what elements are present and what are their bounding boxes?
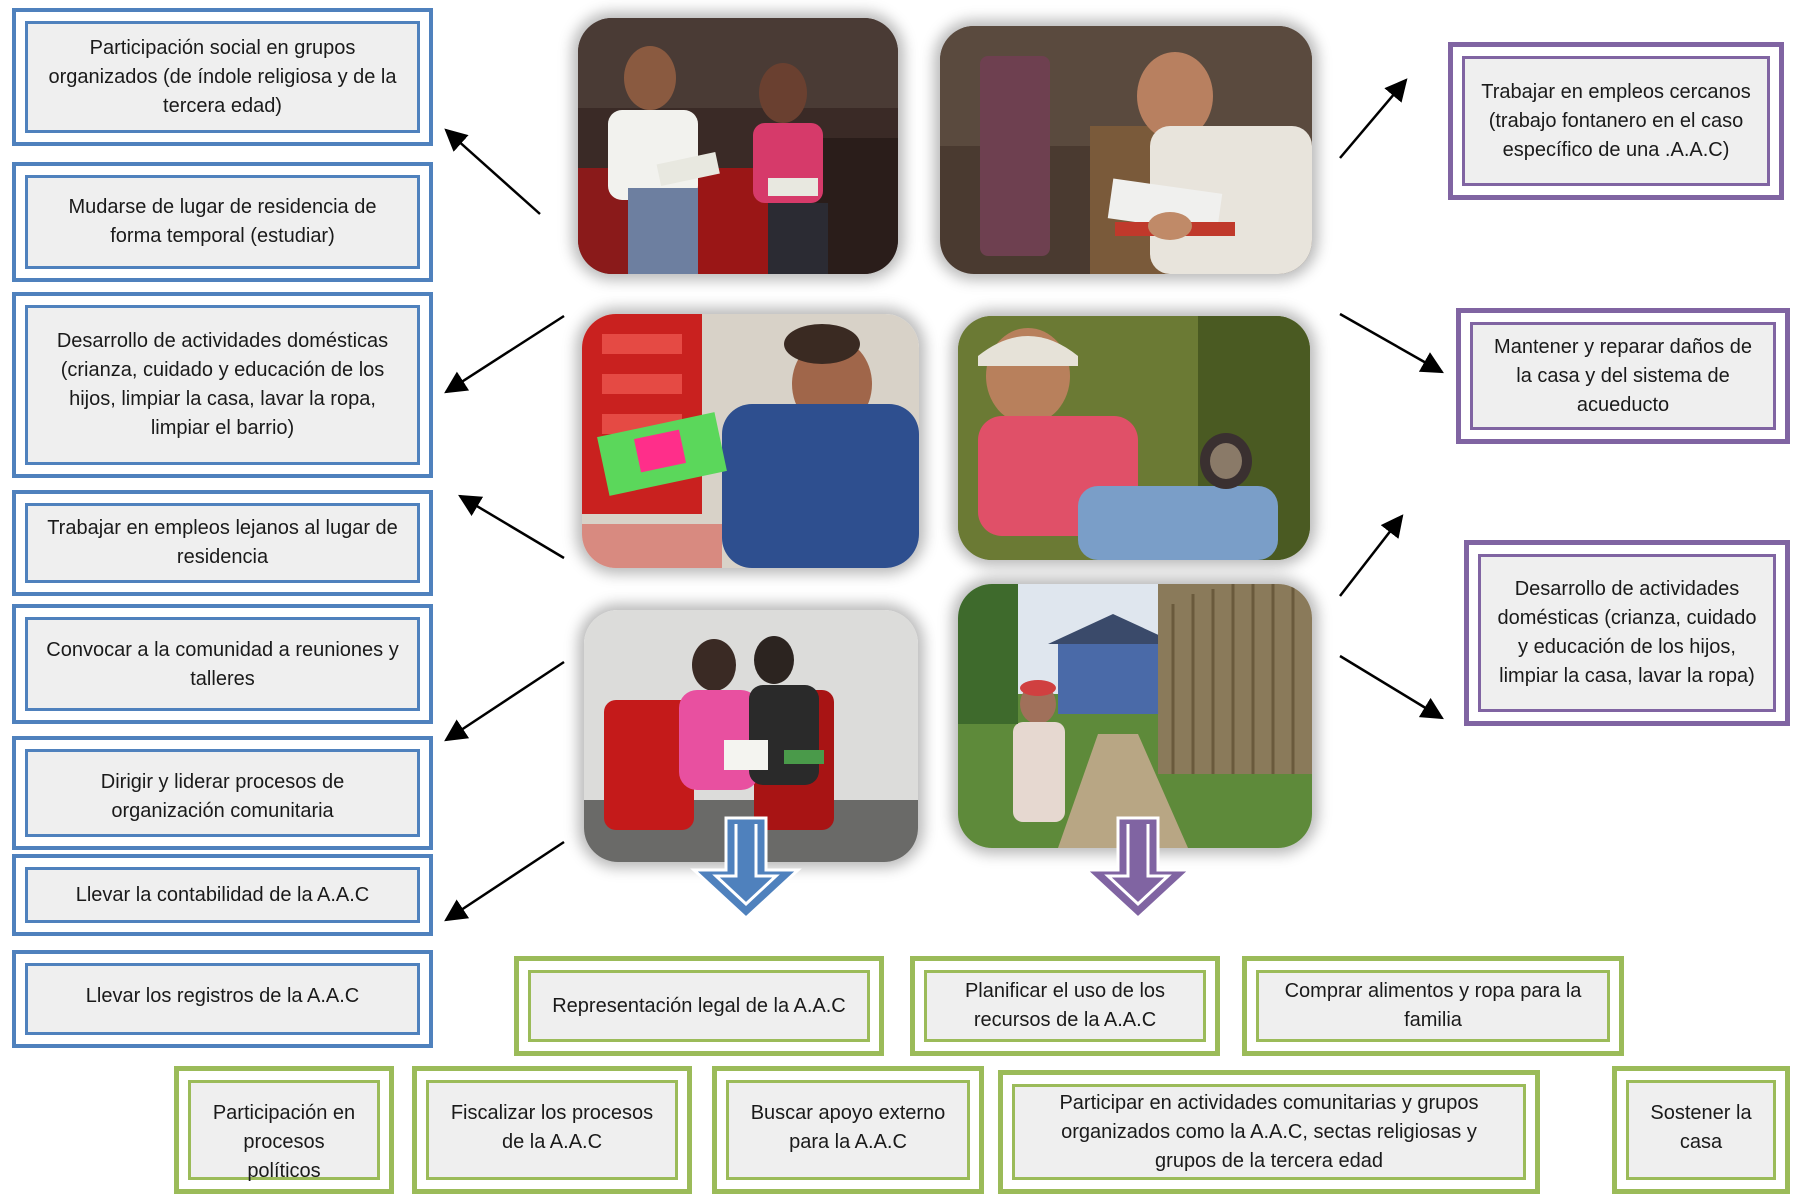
- photo-man-writing-at-desk: [940, 26, 1312, 274]
- bottom-box-7-text: Participar en actividades comunitarias y…: [1012, 1084, 1526, 1180]
- left-box-1-text: Participación social en grupos organizad…: [25, 21, 420, 133]
- bottom-box-4: Participación en procesos políticos: [174, 1066, 394, 1194]
- left-box-6-text: Dirigir y liderar procesos de organizaci…: [25, 749, 420, 837]
- left-box-8-text: Llevar los registros de la A.A.C: [25, 963, 420, 1035]
- photo-woman-reading-card: [582, 314, 919, 568]
- left-box-7-text: Llevar la contabilidad de la A.A.C: [25, 867, 420, 923]
- bottom-box-5-text: Fiscalizar los procesos de la A.A.C: [426, 1080, 678, 1180]
- arrow-to-right-box-3: [1339, 654, 1444, 720]
- left-box-4-text: Trabajar en empleos lejanos al lugar de …: [25, 503, 420, 583]
- right-box-1: Trabajar en empleos cercanos (trabajo fo…: [1448, 42, 1784, 200]
- arrow-to-right-box-2b: [1339, 514, 1404, 597]
- arrow-to-left-box-7: [444, 840, 565, 922]
- arrow-to-right-box-2a: [1339, 312, 1444, 374]
- left-box-5: Convocar a la comunidad a reuniones y ta…: [12, 604, 433, 724]
- bottom-box-2-text: Planificar el uso de los recursos de la …: [924, 970, 1206, 1042]
- right-box-3-text: Desarrollo de actividades domésticas (cr…: [1478, 554, 1776, 712]
- left-box-7: Llevar la contabilidad de la A.A.C: [12, 854, 433, 936]
- left-box-3: Desarrollo de actividades domésticas (cr…: [12, 292, 433, 478]
- right-box-3: Desarrollo de actividades domésticas (cr…: [1464, 540, 1790, 726]
- bottom-box-8-text: Sostener la casa: [1626, 1080, 1776, 1180]
- bottom-box-8: Sostener la casa: [1612, 1066, 1790, 1194]
- bottom-box-1-text: Representación legal de la A.A.C: [528, 970, 870, 1042]
- photo-two-women-writing: [578, 18, 898, 274]
- left-box-4: Trabajar en empleos lejanos al lugar de …: [12, 490, 433, 596]
- bottom-box-4-text: Participación en procesos políticos: [188, 1080, 380, 1182]
- bottom-box-5: Fiscalizar los procesos de la A.A.C: [412, 1066, 692, 1194]
- left-box-2: Mudarse de lugar de residencia de forma …: [12, 162, 433, 282]
- bottom-box-3: Comprar alimentos y ropa para la familia: [1242, 956, 1624, 1056]
- arrow-to-left-box-5: [444, 660, 565, 742]
- arrow-to-right-box-1: [1339, 78, 1408, 159]
- photo-man-holding-object: [958, 316, 1310, 560]
- arrow-to-left-box-4: [458, 494, 565, 560]
- left-box-6: Dirigir y liderar procesos de organizaci…: [12, 736, 433, 850]
- right-box-2: Mantener y reparar daños de la casa y de…: [1456, 308, 1790, 444]
- bottom-box-6-text: Buscar apoyo externo para la A.A.C: [726, 1080, 970, 1180]
- arrow-to-left-box-3: [444, 314, 565, 394]
- left-box-5-text: Convocar a la comunidad a reuniones y ta…: [25, 617, 420, 711]
- bottom-box-3-text: Comprar alimentos y ropa para la familia: [1256, 970, 1610, 1042]
- right-box-2-text: Mantener y reparar daños de la casa y de…: [1470, 322, 1776, 430]
- left-box-3-text: Desarrollo de actividades domésticas (cr…: [25, 305, 420, 465]
- bottom-box-2: Planificar el uso de los recursos de la …: [910, 956, 1220, 1056]
- bottom-box-7: Participar en actividades comunitarias y…: [998, 1070, 1540, 1194]
- bottom-box-1: Representación legal de la A.A.C: [514, 956, 884, 1056]
- left-box-1: Participación social en grupos organizad…: [12, 8, 433, 146]
- photo-man-on-rural-path: [958, 584, 1312, 848]
- left-box-2-text: Mudarse de lugar de residencia de forma …: [25, 175, 420, 269]
- bottom-box-6: Buscar apoyo externo para la A.A.C: [712, 1066, 984, 1194]
- left-box-8: Llevar los registros de la A.A.C: [12, 950, 433, 1048]
- arrow-to-left-box-1: [444, 128, 541, 215]
- right-box-1-text: Trabajar en empleos cercanos (trabajo fo…: [1462, 56, 1770, 186]
- photo-girls-on-red-chairs: [584, 610, 918, 862]
